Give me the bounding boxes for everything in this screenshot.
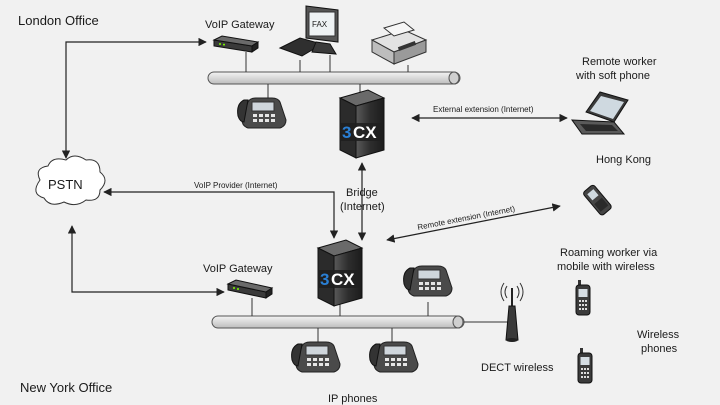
fax-monitor-icon: FAX [305,5,339,55]
ny-3cx-server-icon: 3 CX [316,239,364,307]
ny-lan-bus [211,315,465,329]
ny-pbx-logo-3: 3 [320,270,329,289]
voip-provider-link [103,187,339,239]
bridge-label-line2: (Internet) [340,201,385,213]
london-lan-drops [245,52,409,100]
dect-antenna-icon [500,282,524,342]
ny-ip-phone-icon-left [291,341,341,373]
pstn-london-gateway-link [61,37,207,159]
remote-worker-label-line1: Remote worker [582,56,657,68]
laptop-icon [570,91,629,135]
london-pbx-logo-cx: CX [353,123,377,142]
london-voip-gateway-icon [212,35,260,53]
roaming-worker-label-line1: Roaming worker via [560,247,658,259]
remote-extension-link [386,203,561,243]
roaming-worker-label-line2: mobile with wireless [557,261,655,273]
voip-provider-label: VoIP Provider (Internet) [194,181,278,190]
wireless-phones-label-line1: Wireless [637,329,680,341]
london-pbx-logo-3: 3 [342,123,351,142]
ny-ip-phone-icon-right [369,341,419,373]
ny-voip-gateway-icon [226,279,274,299]
wireless-phone-icon-top [575,279,591,316]
bridge-label-line1: Bridge [346,187,378,199]
ip-phones-label: IP phones [328,393,378,405]
new-york-office-label: New York Office [20,380,112,395]
wireless-phones-label-line2: phones [641,343,678,355]
external-extension-label: External extension (Internet) [433,105,534,114]
london-gateway-label: VoIP Gateway [205,19,275,31]
london-3cx-server-icon: 3 CX [338,89,386,159]
wireless-phone-icon-bottom [577,347,593,384]
pstn-label: PSTN [48,177,83,192]
ny-lan-drops [251,298,508,342]
london-lan-bus [207,71,461,85]
pstn-ny-gateway-link [67,225,225,297]
ny-pbx-logo-cx: CX [331,270,355,289]
roaming-mobile-icon [583,184,612,216]
hong-kong-label: Hong Kong [596,154,651,166]
fax-label: FAX [312,20,328,29]
dect-wireless-label: DECT wireless [481,362,554,374]
fax-machine-icon [370,21,428,65]
london-ip-phone-icon [237,97,287,129]
london-office-label: London Office [18,13,99,28]
pstn-cloud-icon [35,155,106,206]
ny-ip-phone-icon-top [403,265,453,297]
remote-worker-label-line2: with soft phone [575,70,650,82]
ny-gateway-label: VoIP Gateway [203,263,273,275]
